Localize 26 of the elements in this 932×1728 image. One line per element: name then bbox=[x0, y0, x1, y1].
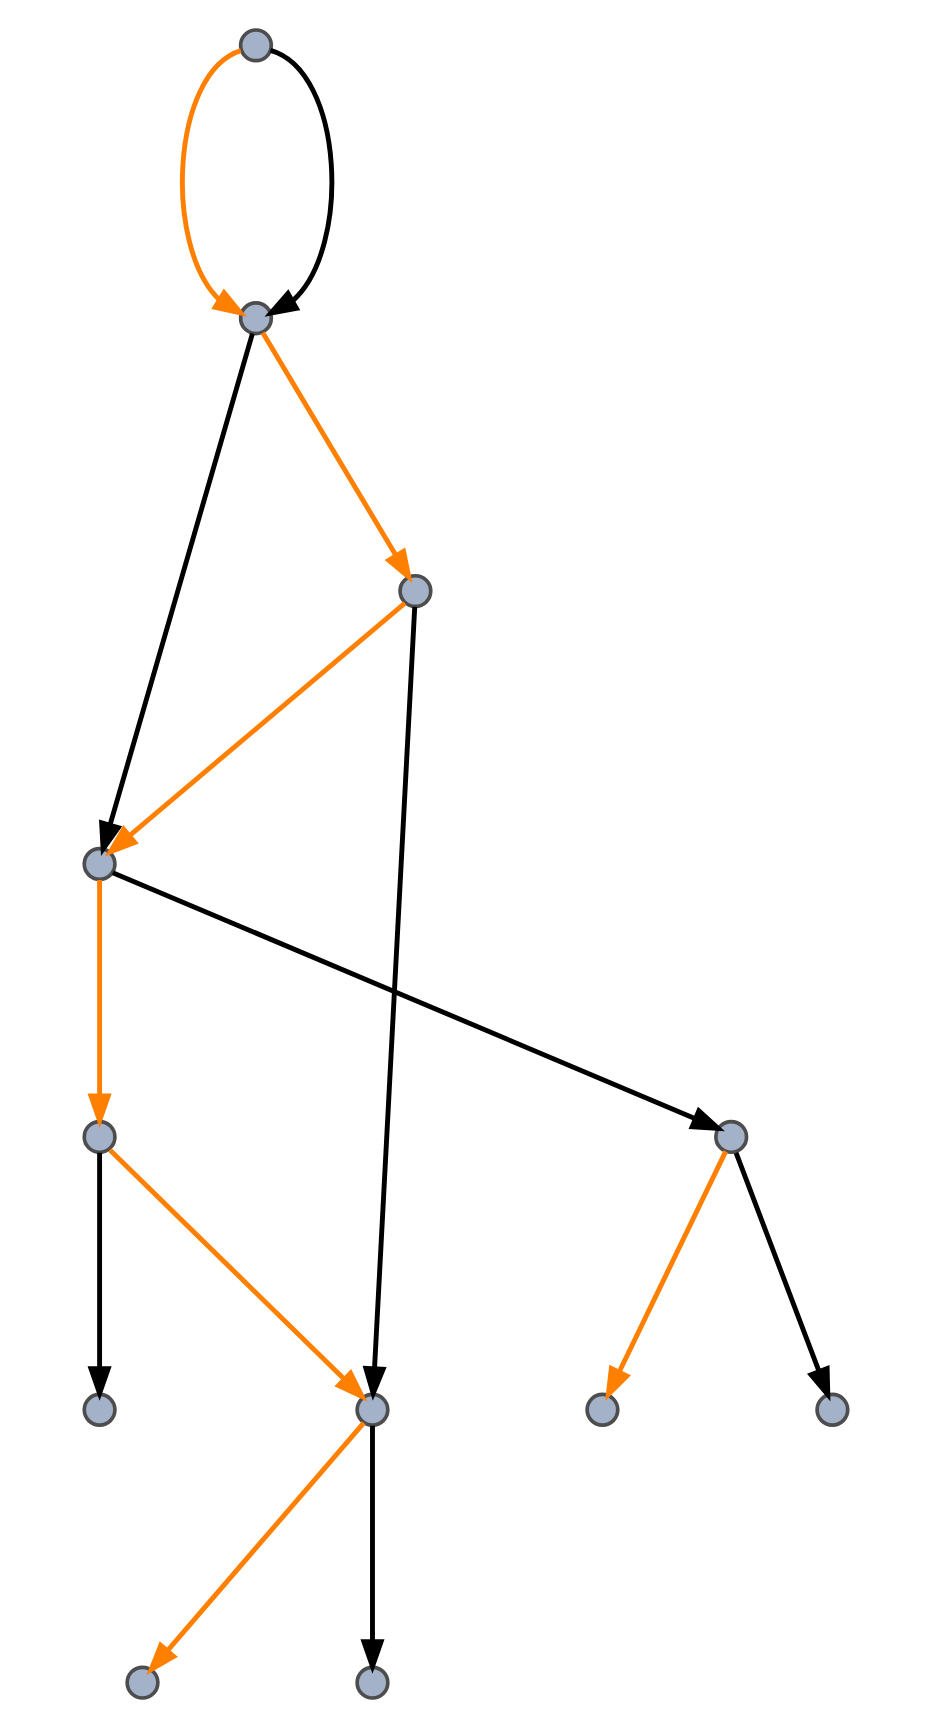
node-circle bbox=[125, 1665, 160, 1700]
arrow bbox=[111, 870, 725, 1132]
node-circle bbox=[714, 1119, 749, 1155]
arrow bbox=[87, 879, 112, 1128]
arrow bbox=[180, 48, 247, 317]
node-circle bbox=[82, 1392, 117, 1427]
arrow bbox=[87, 1152, 112, 1401]
arrow bbox=[104, 601, 407, 857]
arrow bbox=[264, 48, 335, 317]
node-circle bbox=[82, 846, 117, 882]
arrow bbox=[733, 1151, 831, 1402]
arrow bbox=[260, 331, 413, 584]
arrow bbox=[108, 1148, 368, 1402]
arrow bbox=[362, 606, 418, 1401]
node-circle bbox=[238, 28, 274, 63]
node-circle bbox=[355, 1665, 390, 1700]
arrow bbox=[146, 1421, 366, 1676]
node-circle bbox=[82, 1119, 117, 1155]
arrow bbox=[360, 1425, 385, 1674]
node-circle bbox=[815, 1392, 850, 1427]
node-circle bbox=[238, 301, 274, 336]
node-circle bbox=[585, 1392, 620, 1427]
node-circle bbox=[398, 573, 433, 609]
node-circle bbox=[355, 1392, 390, 1427]
arrow bbox=[605, 1150, 728, 1402]
arrow bbox=[99, 332, 255, 857]
